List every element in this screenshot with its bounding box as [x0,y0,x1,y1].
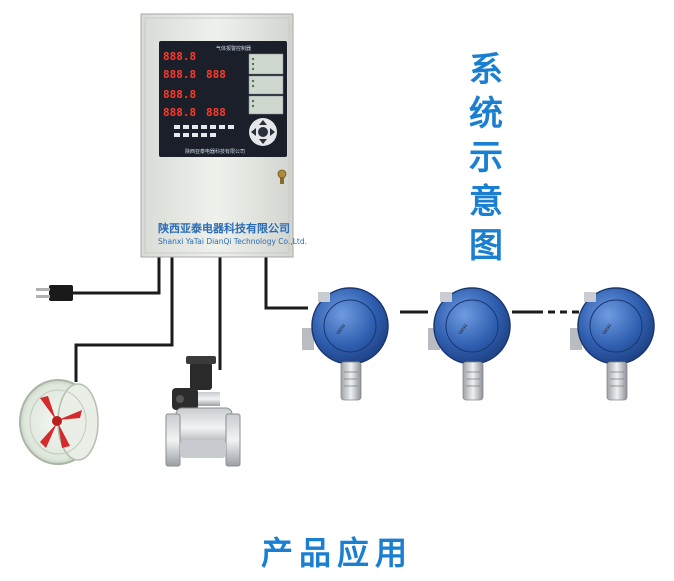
power-cable [70,255,161,295]
side-title-char: 意 [469,182,503,222]
detector-cable [264,255,308,310]
status-box [248,95,284,115]
lock-icon [277,169,287,184]
alarm-controller: 气体报警控制器 888.8 888.8 888 888.8 888.8 888 [140,13,307,258]
digit-display: 888 [206,68,226,81]
side-title-char: 系 [469,50,503,90]
fan-cable [74,255,174,382]
controller-brand-en: Shanxi YaTai DianQi Technology Co.,Ltd. [158,237,307,246]
side-title: 系 统 示 意 图 [466,48,506,268]
digit-display: 888.8 [163,50,196,63]
navigation-pad-icon [249,118,277,146]
gas-detector-1: YATAI [302,287,389,401]
gas-detector-2: YATAI [428,287,511,401]
status-box [248,53,284,75]
side-title-char: 示 [469,138,503,178]
panel-footer: 陕西亚泰电器科技有限公司 [185,148,245,155]
panel-title: 气体报警控制器 [216,45,251,52]
cables [70,255,580,382]
digit-display: 888 [206,106,226,119]
side-title-char: 图 [469,226,503,266]
solenoid-valve-icon [165,356,241,467]
power-plug-icon [36,285,73,301]
side-title-char: 统 [469,94,503,134]
bottom-title: 产品应用 [260,534,413,572]
exhaust-fan-icon [19,379,99,465]
controller-brand-cn: 陕西亚泰电器科技有限公司 [158,221,290,235]
digit-displays: 888.8 888.8 888 888.8 888.8 888 [163,50,226,119]
digit-display: 888.8 [163,106,196,119]
digit-display: 888.8 [163,68,196,81]
gas-detector-3: YATAI [570,287,655,401]
digit-display: 888.8 [163,88,196,101]
status-box [248,75,284,95]
key-buttons [174,125,234,137]
